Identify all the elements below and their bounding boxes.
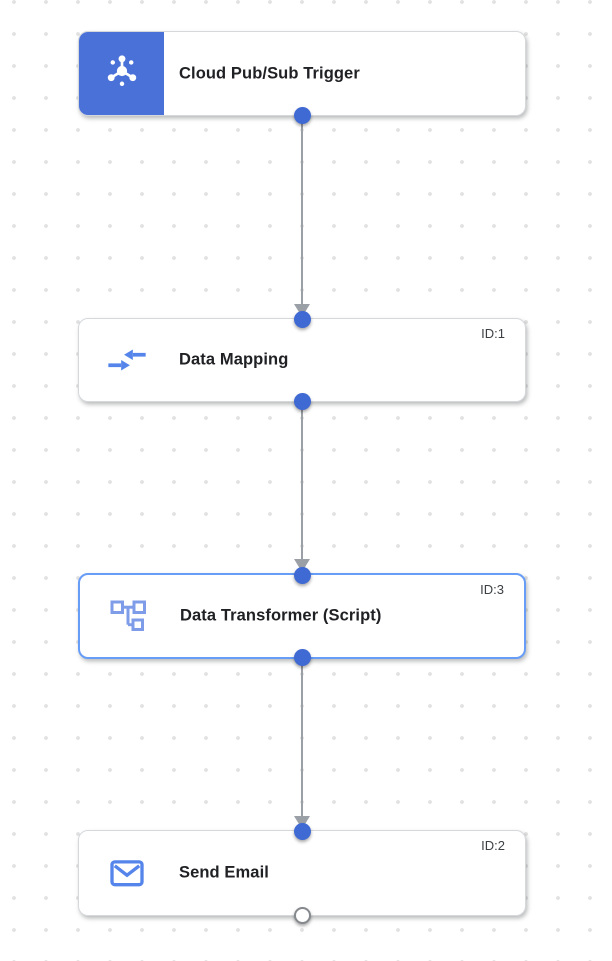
input-port[interactable]: [293, 310, 311, 328]
output-port[interactable]: [293, 648, 311, 666]
input-port[interactable]: [293, 822, 311, 840]
node-cloud-pubsub-trigger[interactable]: Cloud Pub/Sub Trigger: [78, 31, 526, 124]
data-mapping-icon: [106, 339, 148, 381]
input-port[interactable]: [293, 566, 311, 584]
node-data-mapping[interactable]: Data Mapping ID:1: [78, 310, 526, 410]
output-port[interactable]: [293, 392, 311, 410]
connector-line: [300, 659, 304, 816]
node-title: Data Mapping: [179, 350, 289, 369]
node-title: Cloud Pub/Sub Trigger: [179, 64, 360, 82]
node-id-badge: ID:2: [481, 838, 505, 853]
output-port-open[interactable]: [293, 906, 311, 924]
node-data-transformer-script[interactable]: Data Transformer (Script) ID:3: [78, 566, 526, 666]
node-id-badge: ID:3: [480, 582, 504, 597]
pubsub-icon: [102, 51, 142, 96]
connector-line: [300, 402, 304, 559]
node-title: Send Email: [179, 863, 269, 882]
email-icon: [106, 852, 148, 894]
node-id-badge: ID:1: [481, 326, 505, 341]
data-transformer-icon: [107, 595, 149, 637]
trigger-icon-block: [79, 32, 164, 115]
output-port[interactable]: [293, 106, 311, 124]
connector-line: [300, 116, 304, 305]
node-title: Data Transformer (Script): [180, 606, 382, 625]
node-send-email[interactable]: Send Email ID:2: [78, 822, 526, 924]
